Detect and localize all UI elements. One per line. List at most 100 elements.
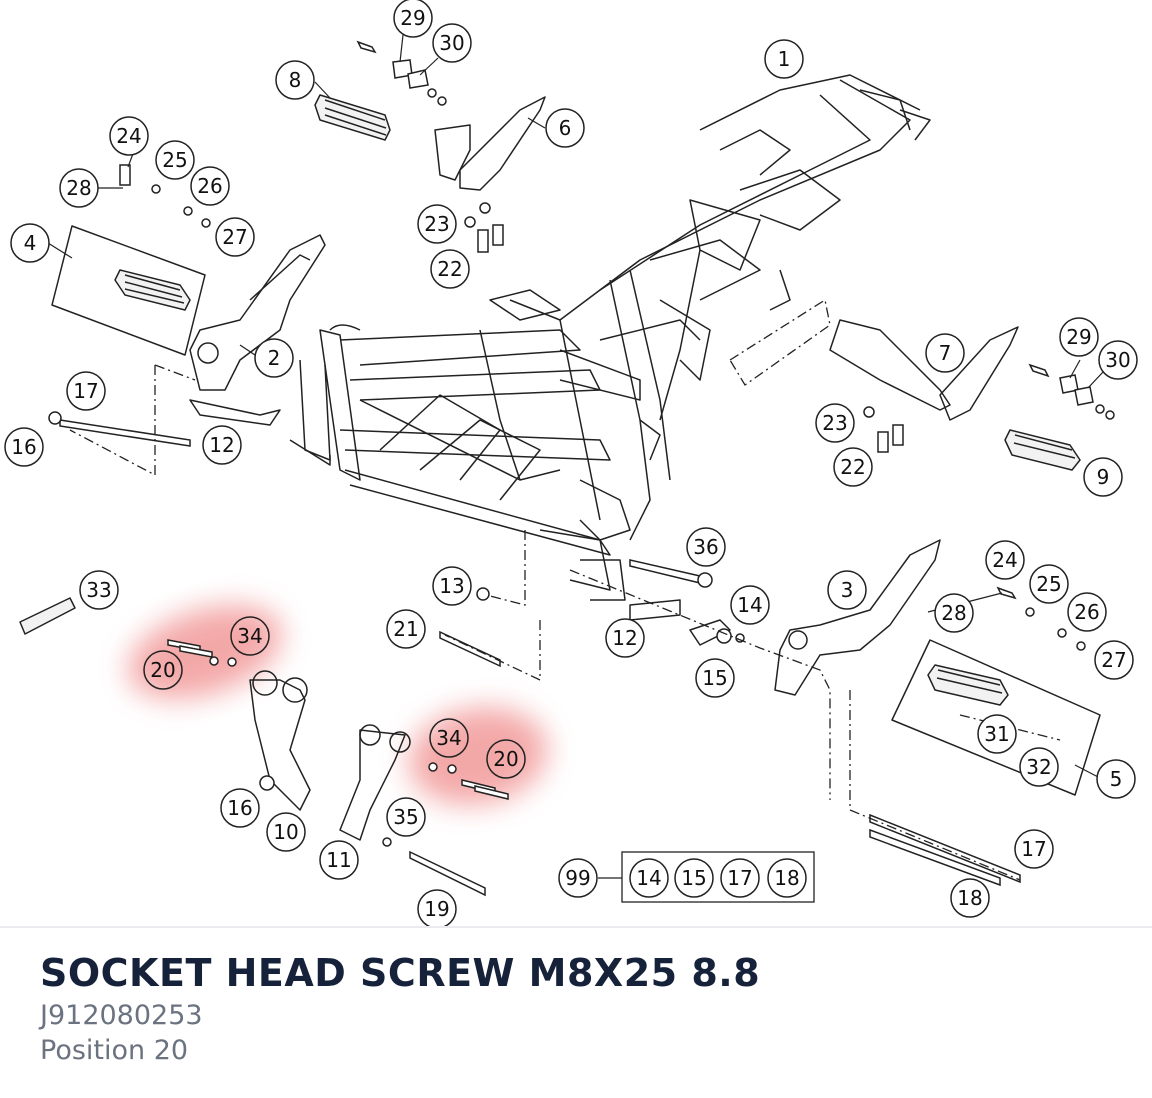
callout-22: 22 <box>430 249 470 289</box>
callout-number: 31 <box>984 722 1009 746</box>
callout-28: 28 <box>59 168 99 208</box>
callout-16: 16 <box>4 427 44 467</box>
callout-number: 19 <box>424 897 449 921</box>
callout-11: 11 <box>319 840 359 880</box>
callout-number: 20 <box>493 747 518 771</box>
callout-circle <box>417 889 457 926</box>
callout-circle <box>950 878 990 918</box>
callout-number: 11 <box>326 848 351 872</box>
callout-circle <box>720 858 760 898</box>
callout-16: 16 <box>220 788 260 828</box>
callout-number: 4 <box>24 231 37 255</box>
callout-8: 8 <box>275 60 315 100</box>
callout-number: 33 <box>86 578 111 602</box>
main-frame-drawing <box>289 74 931 601</box>
callout-circle <box>215 217 255 257</box>
callout-31: 31 <box>977 714 1017 754</box>
callout-number: 99 <box>565 866 590 890</box>
callout-number: 22 <box>840 455 865 479</box>
callout-circle <box>730 585 770 625</box>
callout-13: 13 <box>432 566 472 606</box>
callout-circle <box>1067 592 1107 632</box>
callout-circle <box>545 108 585 148</box>
callout-circle <box>1014 829 1054 869</box>
callout-number: 13 <box>439 574 464 598</box>
callout-circle <box>143 650 183 690</box>
callout-number: 20 <box>150 658 175 682</box>
callout-number: 18 <box>774 866 799 890</box>
callout-3: 3 <box>827 570 867 610</box>
callout-circle <box>486 739 526 779</box>
callout-circle <box>319 840 359 880</box>
callout-number: 14 <box>737 593 762 617</box>
callout-23: 23 <box>417 204 457 244</box>
leader-lines <box>69 298 1061 881</box>
callout-number: 29 <box>400 6 425 30</box>
callout-25: 25 <box>155 140 195 180</box>
callout-number: 25 <box>1036 572 1061 596</box>
callout-12: 12 <box>202 425 242 465</box>
callout-circle <box>833 447 873 487</box>
callout-number: 27 <box>222 225 247 249</box>
callout-number: 26 <box>197 174 222 198</box>
callout-23: 23 <box>815 403 855 443</box>
callout-21: 21 <box>386 609 426 649</box>
callout-number: 3 <box>841 578 854 602</box>
callout-35: 35 <box>386 797 426 837</box>
callout-10: 10 <box>266 812 306 852</box>
highlight-blob-right <box>408 707 548 805</box>
callout-circle <box>79 570 119 610</box>
callout-number: 35 <box>393 805 418 829</box>
callout-circle <box>393 0 433 38</box>
callout-18: 18 <box>767 858 807 898</box>
callout-number: 26 <box>1074 600 1099 624</box>
callout-circle <box>925 333 965 373</box>
callout-circle <box>985 540 1025 580</box>
callout-circle <box>109 116 149 156</box>
callout-circle <box>1059 317 1099 357</box>
callout-number: 24 <box>116 124 141 148</box>
callout-circle <box>59 168 99 208</box>
callout-26: 26 <box>190 166 230 206</box>
callout-24: 24 <box>985 540 1025 580</box>
callout-circle <box>1098 340 1138 380</box>
callout-circle <box>429 718 469 758</box>
callout-6: 6 <box>545 108 585 148</box>
callout-29: 29 <box>393 0 433 38</box>
callout-number: 9 <box>1097 465 1110 489</box>
callout-30: 30 <box>1098 340 1138 380</box>
callout-number: 23 <box>424 212 449 236</box>
callout-9: 9 <box>1083 457 1123 497</box>
callout-number: 27 <box>1101 648 1126 672</box>
callout-20: 20 <box>486 739 526 779</box>
part-position: Position 20 <box>40 1035 189 1066</box>
callout-33: 33 <box>79 570 119 610</box>
part-info: SOCKET HEAD SCREW M8X25 8.8 J912080253 P… <box>40 948 1112 1068</box>
callout-15: 15 <box>695 658 735 698</box>
callout-number: 32 <box>1026 755 1051 779</box>
callout-number: 7 <box>939 341 952 365</box>
callout-number: 22 <box>437 257 462 281</box>
callout-19: 19 <box>417 889 457 926</box>
callout-circle <box>430 249 470 289</box>
part-title: SOCKET HEAD SCREW M8X25 8.8 <box>40 951 761 995</box>
callout-15: 15 <box>674 858 714 898</box>
callout-28: 28 <box>934 593 974 633</box>
callout-circle <box>977 714 1017 754</box>
parts-diagram: 1234567891011121213141415151616171717181… <box>4 0 1138 926</box>
callout-circle <box>275 60 315 100</box>
callout-circle <box>417 204 457 244</box>
kit-box <box>621 851 815 903</box>
callout-circle <box>202 425 242 465</box>
callout-number: 17 <box>73 379 98 403</box>
callout-number: 23 <box>822 411 847 435</box>
callout-circle <box>815 403 855 443</box>
callout-number: 21 <box>393 617 418 641</box>
callout-22: 22 <box>833 447 873 487</box>
callout-17: 17 <box>720 858 760 898</box>
callout-number: 5 <box>1110 767 1123 791</box>
callout-circle <box>155 140 195 180</box>
callout-number: 29 <box>1066 325 1091 349</box>
callout-circle <box>1029 564 1069 604</box>
callout-32: 32 <box>1019 747 1059 787</box>
